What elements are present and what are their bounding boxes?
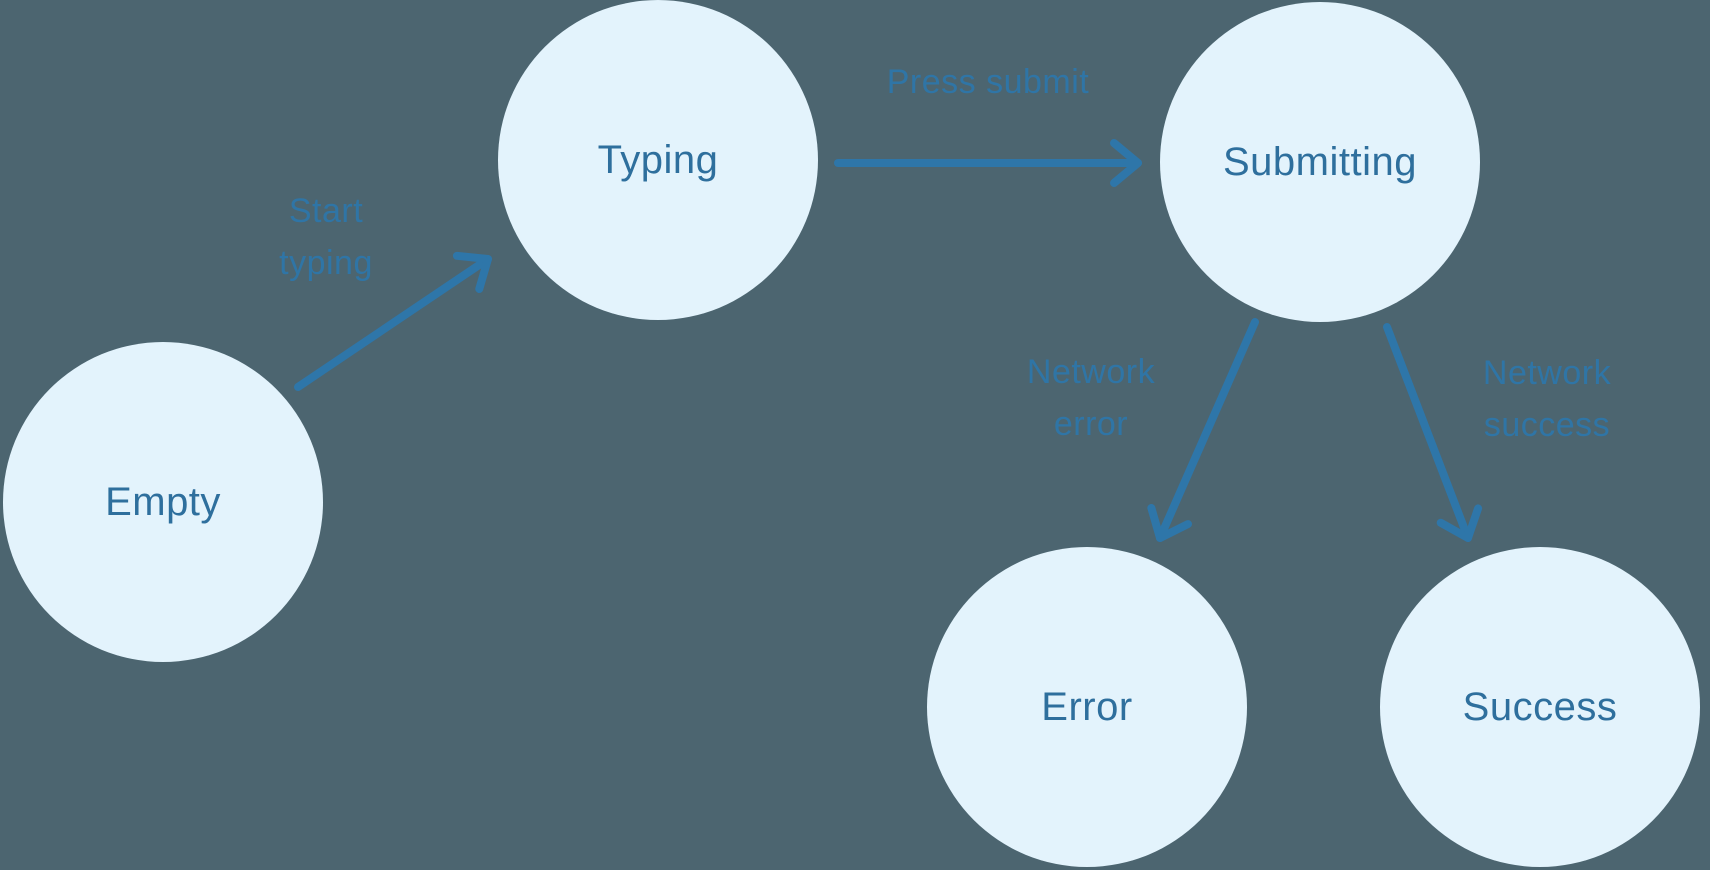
state-node-error: Error	[927, 547, 1247, 867]
edge-arrow-network-success	[1383, 323, 1483, 542]
state-node-label: Typing	[597, 137, 719, 182]
edge-label-network-error: Network error	[1026, 353, 1156, 443]
edge-arrow-start-typing	[294, 251, 492, 391]
state-node-label: Empty	[105, 479, 221, 524]
state-node-submitting: Submitting	[1160, 2, 1480, 322]
edge-label-press-submit: Press submit	[886, 63, 1090, 101]
state-node-success: Success	[1380, 547, 1700, 867]
state-node-label: Submitting	[1223, 139, 1417, 184]
state-node-empty: Empty	[3, 342, 323, 662]
edge-arrow-network-error	[1147, 318, 1259, 542]
edge-label-start-typing: Start typing	[279, 192, 373, 282]
state-node-label: Error	[1041, 684, 1133, 729]
edge-label-network-success: Network success	[1482, 354, 1612, 444]
state-node-typing: Typing	[498, 0, 818, 320]
state-node-label: Success	[1462, 684, 1618, 729]
